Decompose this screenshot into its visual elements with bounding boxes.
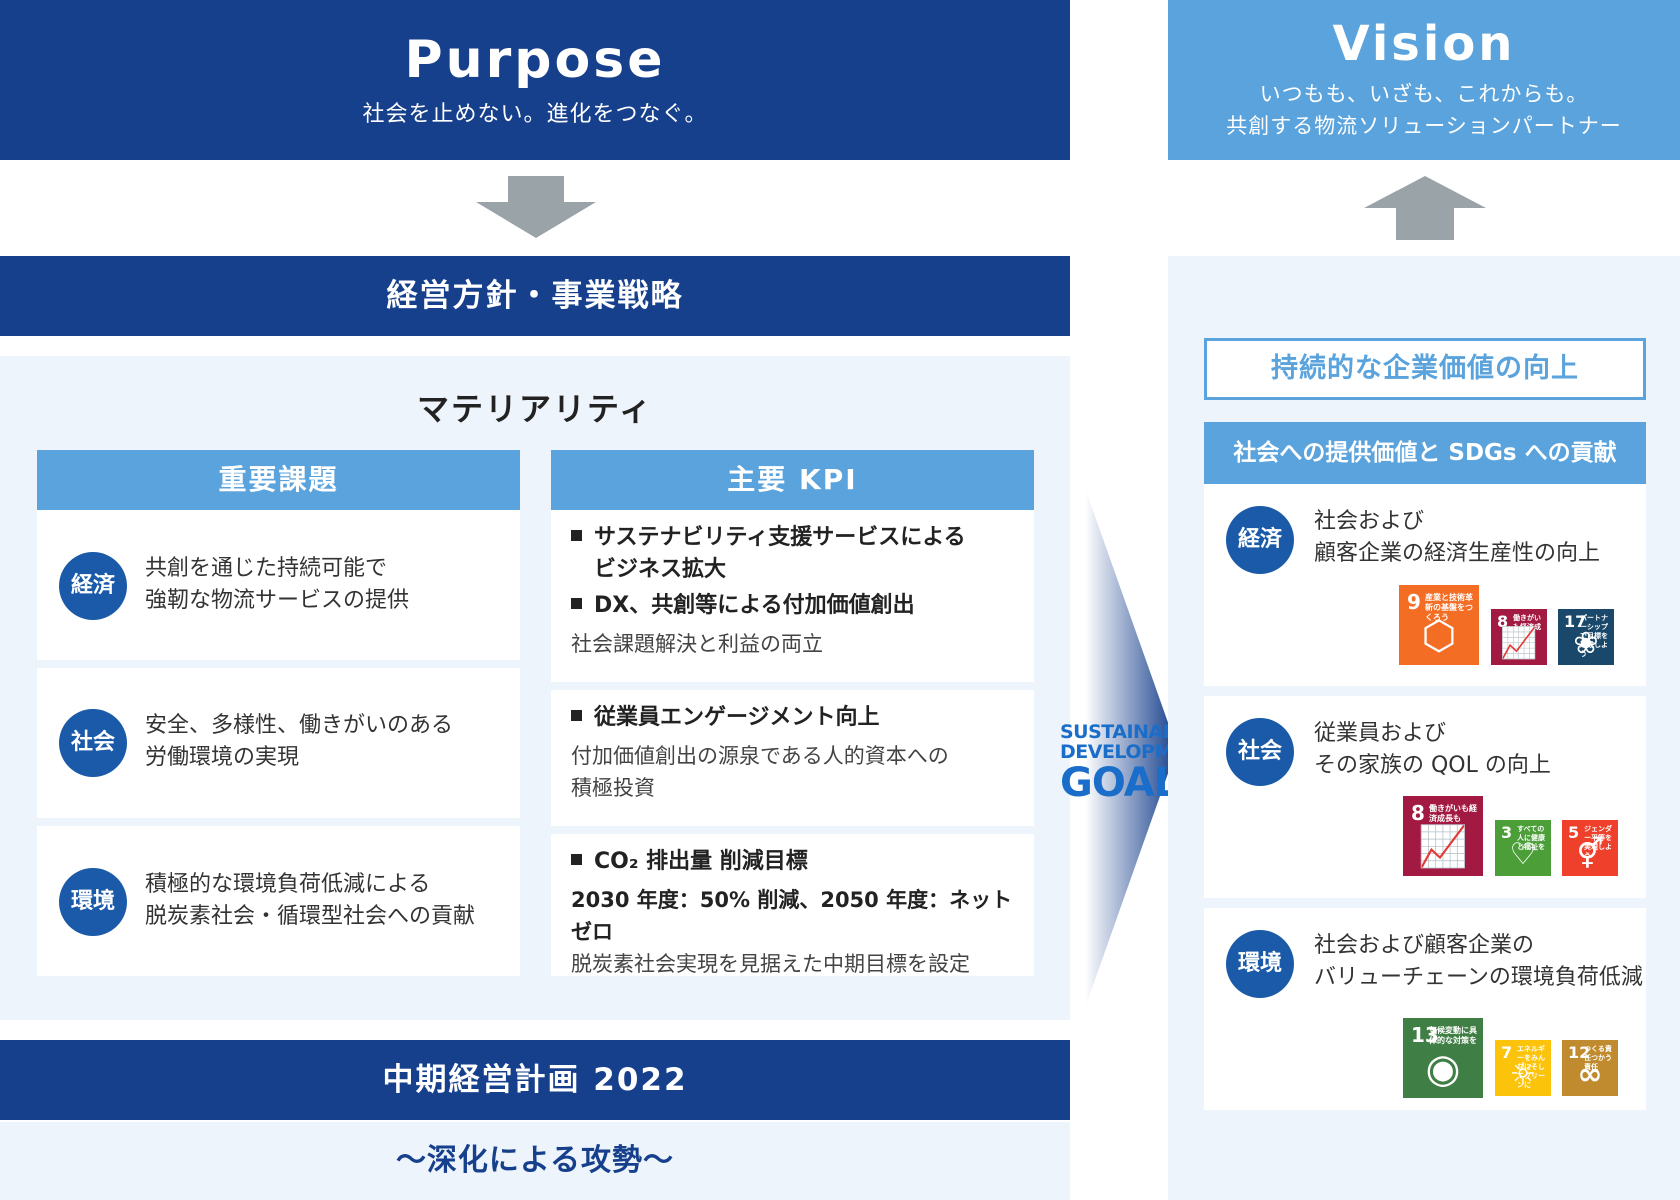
kpi-economy-1: サステナビリティ支援サービスによるビジネス拡大 — [571, 522, 1020, 586]
bullet-square-icon — [571, 598, 582, 609]
tag-social: 社会 — [59, 709, 127, 777]
vision-line-1: いつもも、いざも、これからも。 — [1259, 82, 1589, 106]
arrow-down-icon — [476, 176, 596, 238]
plan-bar: 中期経営計画 2022 — [0, 1040, 1070, 1120]
bullet-square-icon — [571, 854, 582, 865]
issue-economy-line-2: 強靭な物流サービスの提供 — [145, 588, 410, 613]
contribution-social-line-2: その家族の QOL の向上 — [1314, 753, 1551, 778]
infinity-icon: ∞ — [1577, 1057, 1603, 1092]
sdgs-logo-line-1: SUSTAINABLE — [1060, 721, 1201, 743]
issues-header: 重要課題 — [37, 450, 520, 510]
kpi-card-social: 従業員エンゲージメント向上 付加価値創出の源泉である人的資本への 積極投資 — [551, 690, 1034, 826]
issue-economy-line-1: 共創を通じた持続可能で — [145, 556, 388, 581]
kpi-economy-note: 社会課題解決と利益の両立 — [571, 632, 823, 656]
plan-subtitle: 〜深化による攻勢〜 — [0, 1122, 1070, 1200]
purpose-banner: Purpose 社会を止めない。進化をつなぐ。 — [0, 0, 1070, 160]
kpi-header: 主要 KPI — [551, 450, 1034, 510]
issue-environment-line-1: 積極的な環境負荷低減による — [145, 872, 431, 897]
sun-icon: ☼ — [1509, 1057, 1537, 1092]
tag-economy: 経済 — [59, 552, 127, 620]
kpi-environment-note: 脱炭素社会実現を見据えた中期目標を設定 — [571, 952, 970, 976]
contribution-economy-line-1: 社会および — [1314, 509, 1425, 534]
contribution-environment-line-1: 社会および顧客企業の — [1314, 933, 1535, 958]
cube-icon: ⬡ — [1421, 613, 1457, 659]
issues-column: 重要課題 — [37, 450, 520, 510]
strategy-bar: 経営方針・事業戦略 — [0, 256, 1070, 336]
chart-icon: 📈 — [1500, 626, 1538, 661]
kpi-social-note-1: 付加価値創出の源泉である人的資本への — [571, 744, 949, 768]
issue-environment-line-2: 脱炭素社会・循環型社会への貢献 — [145, 904, 476, 929]
heartbeat-icon: ♡ — [1509, 837, 1537, 872]
issue-social-line-2: 労働環境の実現 — [145, 745, 300, 770]
bullet-square-icon — [571, 710, 582, 721]
kpi-environment-2: 2030 年度：50% 削減、2050 年度：ネットゼロ — [571, 888, 1013, 944]
tag-environment: 環境 — [59, 868, 127, 936]
kpi-column: 主要 KPI — [551, 450, 1034, 510]
contribution-social-line-1: 従業員および — [1314, 721, 1447, 746]
purpose-subtitle: 社会を止めない。進化をつなぐ。 — [362, 102, 708, 127]
contribution-header: 社会への提供価値と SDGs への貢献 — [1204, 422, 1646, 484]
kpi-environment-1: CO₂ 排出量 削減目標 — [571, 846, 1020, 878]
arrow-up-icon — [1364, 176, 1486, 240]
gender-icon: ⚥ — [1576, 837, 1604, 872]
contribution-environment-line-2: バリューチェーンの環境負荷低減 — [1314, 965, 1643, 990]
kpi-card-economy: サステナビリティ支援サービスによるビジネス拡大 DX、共創等による付加価値創出 … — [551, 510, 1034, 682]
sdg-wedge-arrow — [1085, 488, 1177, 1008]
chart-icon: 📈 — [1418, 824, 1468, 870]
issue-social-line-1: 安全、多様性、働きがいのある — [145, 713, 454, 738]
issue-card-social: 社会 安全、多様性、働きがいのある 労働環境の実現 — [37, 668, 520, 818]
bullet-square-icon — [571, 530, 582, 541]
tag-environment: 環境 — [1226, 930, 1294, 998]
vision-line-2: 共創する物流ソリューションパートナー — [1226, 114, 1622, 138]
corporate-value-box: 持続的な企業価値の向上 — [1204, 338, 1646, 400]
kpi-card-environment: CO₂ 排出量 削減目標 2030 年度：50% 削減、2050 年度：ネットゼ… — [551, 834, 1034, 976]
vision-banner: Vision いつもも、いざも、これからも。 共創する物流ソリューションパートナ… — [1168, 0, 1680, 160]
kpi-social-note-2: 積極投資 — [571, 776, 655, 800]
issue-card-environment: 環境 積極的な環境負荷低減による 脱炭素社会・循環型社会への貢献 — [37, 826, 520, 976]
issue-card-economy: 経済 共創を通じた持続可能で 強靭な物流サービスの提供 — [37, 510, 520, 660]
flower-icon: ❀ — [1573, 626, 1599, 661]
kpi-economy-2: DX、共創等による付加価値創出 — [571, 590, 1020, 622]
tag-economy: 経済 — [1226, 506, 1294, 574]
contribution-economy-line-2: 顧客企業の経済生産性の向上 — [1314, 541, 1601, 566]
materiality-title: マテリアリティ — [416, 390, 654, 428]
vision-title: Vision — [1332, 16, 1516, 72]
kpi-social-1: 従業員エンゲージメント向上 — [571, 702, 1020, 734]
purpose-title: Purpose — [404, 30, 666, 90]
eye-globe-icon: ◉ — [1425, 1046, 1461, 1092]
tag-social: 社会 — [1226, 718, 1294, 786]
